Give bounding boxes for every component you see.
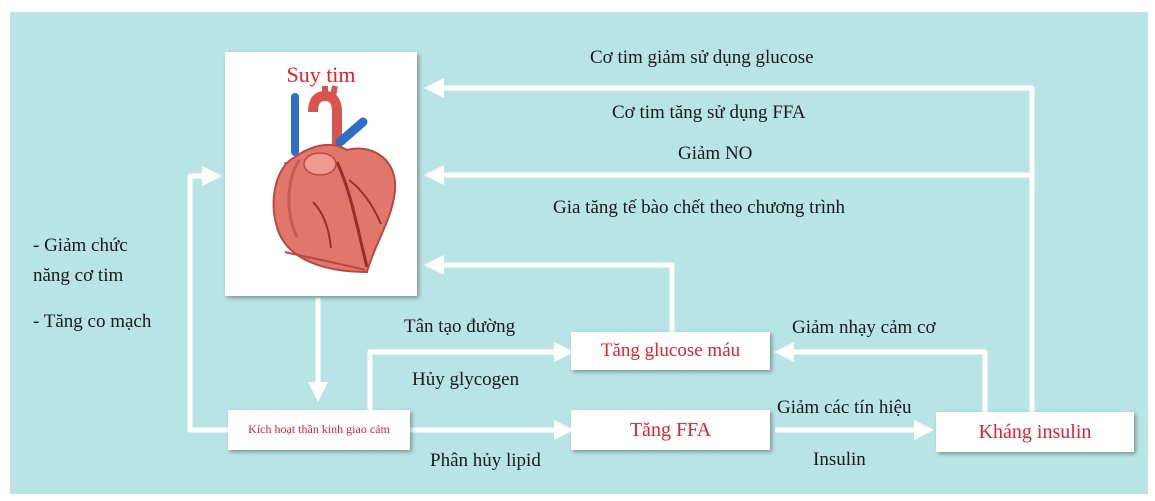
heart-failure-box: Suy tim [225, 52, 417, 296]
ffa-increase-label: Tăng FFA [630, 419, 711, 442]
anatomical-heart-icon [225, 52, 417, 296]
label-insulin: Insulin [813, 450, 866, 469]
insulin-resistance-label: Kháng insulin [979, 421, 1092, 444]
label-lipolysis: Phân hủy lipid [430, 451, 541, 470]
insulin-resistance-box: Kháng insulin [936, 412, 1134, 452]
ffa-increase-box: Tăng FFA [571, 410, 770, 450]
label-vasoconstriction: - Tăng co mạch [33, 312, 151, 331]
label-gluconeogenesis: Tân tạo đường [404, 317, 515, 336]
label-function-down-1: - Giảm chức [33, 236, 128, 255]
label-signal-down: Giảm các tín hiệu [777, 398, 912, 417]
label-glycogenolysis: Hủy glycogen [412, 370, 519, 389]
sympathetic-activation-label: Kích hoạt thần kinh giao cảm [248, 423, 390, 437]
label-no-down: Giảm NO [678, 144, 752, 163]
sympathetic-activation-box: Kích hoạt thần kinh giao cảm [228, 410, 410, 450]
label-apoptosis-up: Gia tăng tế bào chết theo chương trình [553, 198, 845, 217]
arrow-sympathetic-to-heart [190, 176, 228, 430]
glucose-increase-label: Tăng glucose máu [601, 340, 740, 362]
label-ffa-use-up: Cơ tim tăng sử dụng FFA [612, 103, 806, 122]
glucose-increase-box: Tăng glucose máu [571, 332, 770, 370]
label-glucose-use-down: Cơ tim giảm sử dụng glucose [590, 48, 814, 67]
label-function-down-2: năng cơ tim [33, 266, 123, 285]
label-muscle-sensitivity-down: Giảm nhạy cảm cơ [792, 318, 936, 337]
